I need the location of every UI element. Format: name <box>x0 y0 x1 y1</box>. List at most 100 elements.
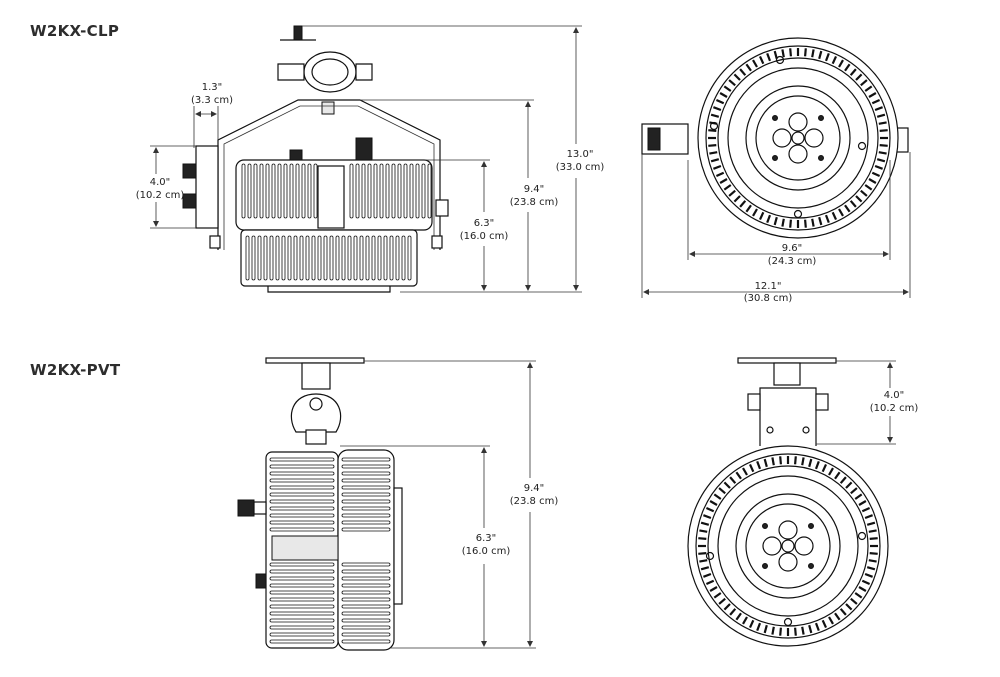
ring-tooth <box>773 216 778 226</box>
dim-front-body-width-metric: (24.3 cm) <box>768 256 817 267</box>
ring-tooth <box>854 592 863 599</box>
dim-total-height-metric: (33.0 cm) <box>556 162 605 173</box>
fin <box>323 235 328 281</box>
clp-side-view: 1.3" (3.3 cm) 4.0" (10.2 cm) 6.3" (16.0 … <box>136 25 605 293</box>
ring-tooth <box>876 113 886 118</box>
dim-yoke-height-metric: (23.8 cm) <box>510 197 559 208</box>
dim-bracket-height: 4.0" (10.2 cm) <box>136 145 196 229</box>
fin <box>341 611 391 616</box>
fin <box>317 235 322 281</box>
fin <box>307 163 312 219</box>
ring-tooth <box>739 68 747 76</box>
fin <box>269 499 335 504</box>
dim-front-total-width-metric: (30.8 cm) <box>744 293 793 304</box>
fin <box>275 235 280 281</box>
fin <box>341 597 391 602</box>
ring-tooth <box>763 458 768 468</box>
ring-tooth <box>794 456 797 465</box>
fin <box>277 163 282 219</box>
ring-tooth <box>713 592 722 599</box>
ring-tooth <box>779 627 782 636</box>
fin <box>341 485 391 490</box>
ring-tooth <box>811 49 815 58</box>
ring-tooth <box>713 106 722 112</box>
ring-tooth <box>878 151 887 155</box>
ring-tooth <box>864 514 873 520</box>
fin <box>359 235 364 281</box>
fin <box>269 235 274 281</box>
ring-tooth <box>699 529 708 533</box>
ring-tooth <box>781 218 785 227</box>
ring-tooth <box>794 627 797 636</box>
ring-tooth <box>879 144 888 147</box>
led-cluster <box>772 112 824 164</box>
dim-pvt-body-height-imperial: 6.3" <box>476 533 497 544</box>
ring-tooth <box>811 218 815 227</box>
fin <box>341 569 391 574</box>
fin <box>313 163 318 219</box>
fin <box>283 163 288 219</box>
ring-tooth <box>838 59 844 68</box>
ring-tooth <box>868 529 877 533</box>
ring-tooth <box>735 471 742 480</box>
ring-tooth <box>781 49 785 58</box>
dim-bracket-height-imperial: 4.0" <box>150 177 171 188</box>
fin <box>269 457 335 462</box>
fin <box>269 590 335 595</box>
fin <box>269 464 335 469</box>
ring-tooth <box>748 463 755 473</box>
ring-tooth <box>866 566 876 571</box>
ring-tooth <box>733 73 741 81</box>
fin <box>341 639 391 644</box>
fin <box>347 235 352 281</box>
dim-clamp-offset: 1.3" (3.3 cm) <box>191 82 233 148</box>
ring-tooth <box>831 211 838 221</box>
fin <box>361 163 366 219</box>
ring-tooth <box>868 178 877 184</box>
ring-tooth <box>703 514 712 520</box>
fin <box>341 632 391 637</box>
ring-tooth <box>709 500 718 506</box>
ring-tooth <box>874 164 883 170</box>
fin <box>341 604 391 609</box>
fin <box>299 235 304 281</box>
fin <box>281 235 286 281</box>
fin <box>341 590 391 595</box>
dim-front-total-width: 12.1" (30.8 cm) <box>641 152 911 304</box>
fin <box>385 163 390 219</box>
ring-tooth <box>876 158 886 163</box>
ring-tooth <box>709 586 718 592</box>
ring-tooth <box>834 471 841 480</box>
fin <box>403 163 408 219</box>
ring-tooth <box>719 178 728 184</box>
ring-tooth <box>868 92 877 98</box>
ring-tooth <box>745 204 752 213</box>
fin <box>401 235 406 281</box>
ring-tooth <box>756 622 762 631</box>
fin <box>269 513 335 518</box>
fin <box>269 520 335 525</box>
fin <box>269 618 335 623</box>
ring-tooth <box>718 597 726 605</box>
ring-tooth <box>861 506 871 513</box>
fin <box>341 457 391 462</box>
ring-tooth <box>766 214 772 223</box>
dim-yoke-height-imperial: 9.4" <box>524 184 545 195</box>
ring-tooth <box>828 616 834 625</box>
ring-tooth <box>869 537 878 540</box>
ring-tooth <box>850 597 858 605</box>
fin <box>269 506 335 511</box>
ring-tooth <box>814 622 820 631</box>
fin <box>269 583 335 588</box>
ring-tooth <box>858 500 867 506</box>
pvt-side-view: 6.3" (16.0 cm) 9.4" (23.8 cm) <box>237 357 558 651</box>
ring-tooth <box>828 467 834 476</box>
ring-tooth <box>831 55 838 65</box>
ring-tooth <box>723 481 731 489</box>
clp-front-view: 9.6" (24.3 cm) 12.1" (30.8 cm) <box>641 37 911 304</box>
fin <box>289 163 294 219</box>
fin <box>245 235 250 281</box>
yoke <box>182 99 449 250</box>
fin <box>341 583 391 588</box>
